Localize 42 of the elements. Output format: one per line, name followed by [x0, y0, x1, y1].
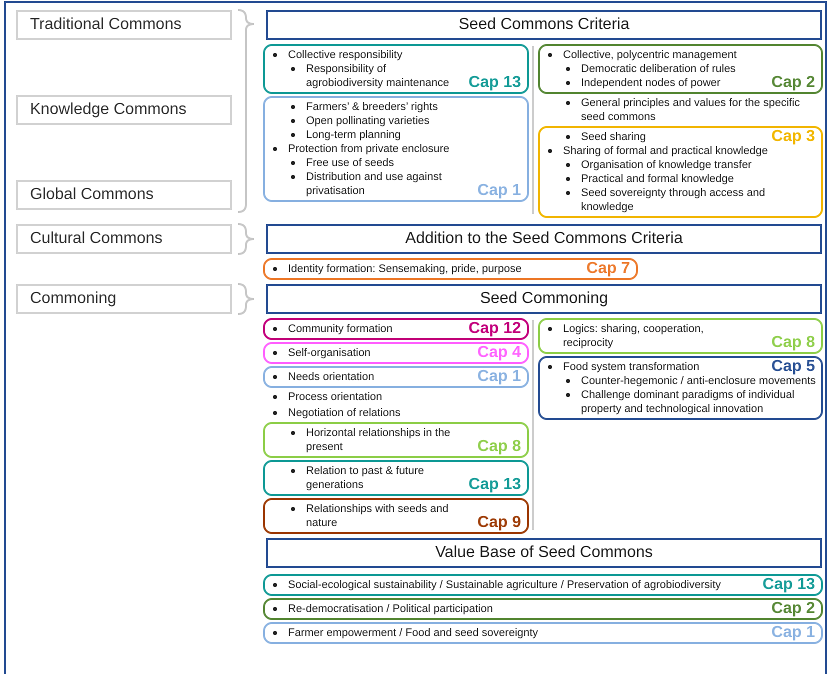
capability-box — [263, 96, 529, 202]
capability-tag: Cap 4 — [477, 344, 521, 362]
capability-box — [263, 460, 529, 496]
category-box: Global Commons — [16, 180, 232, 210]
capability-box — [263, 44, 529, 94]
capability-tag: Cap 13 — [468, 74, 521, 92]
category-box: Cultural Commons — [16, 224, 232, 254]
capability-box — [538, 126, 823, 218]
capability-tag: Cap 9 — [477, 514, 521, 532]
capability-box — [263, 622, 823, 644]
capability-box — [538, 44, 823, 94]
capability-tag: Cap 5 — [771, 358, 815, 376]
capability-tag: Cap 2 — [771, 600, 815, 618]
capability-box — [263, 342, 529, 364]
category-box: Commoning — [16, 284, 232, 314]
section-header: Seed Commons Criteria — [266, 10, 822, 40]
capability-tag: Cap 1 — [477, 368, 521, 386]
capability-tag: Cap 8 — [771, 334, 815, 352]
section-header: Value Base of Seed Commons — [266, 538, 822, 568]
capability-tag: Cap 13 — [468, 476, 521, 494]
section-header: Seed Commoning — [266, 284, 822, 314]
category-box: Knowledge Commons — [16, 95, 232, 125]
capability-box — [263, 422, 529, 458]
section-header: Addition to the Seed Commons Criteria — [266, 224, 822, 254]
category-box: Traditional Commons — [16, 10, 232, 40]
capability-box — [538, 318, 823, 354]
capability-box — [263, 498, 529, 534]
capability-tag: Cap 8 — [477, 438, 521, 456]
capability-tag: Cap 7 — [586, 260, 630, 278]
capability-tag: Cap 2 — [771, 74, 815, 92]
capability-box — [263, 318, 529, 340]
capability-tag: Cap 1 — [771, 624, 815, 642]
bullet-item: Counter-hegemonic / anti-enclosure movements — [563, 374, 816, 388]
capability-tag: Cap 3 — [771, 128, 815, 146]
capability-box — [263, 598, 823, 620]
capability-box — [263, 574, 823, 596]
capability-tag: Cap 12 — [468, 320, 521, 338]
capability-tag: Cap 13 — [762, 576, 815, 594]
capability-box — [263, 366, 529, 388]
capability-tag: Cap 1 — [477, 182, 521, 200]
capability-box — [263, 258, 638, 280]
capability-box — [538, 356, 823, 420]
